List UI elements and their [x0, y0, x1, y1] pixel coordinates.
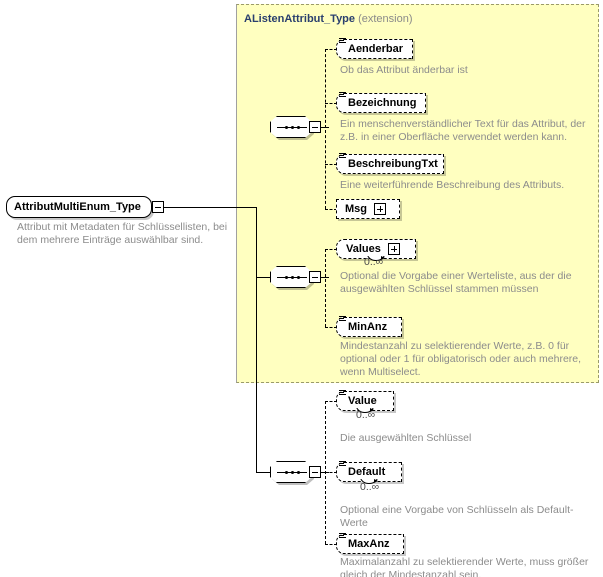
- trunk-line-root: [164, 207, 256, 208]
- trunk-branch-seq3: [256, 472, 270, 473]
- sequence-1-branch-trunk: [325, 49, 326, 209]
- element-cardinality-values: 0..∞: [364, 256, 384, 268]
- sequence-2-dots: [277, 276, 307, 279]
- element-doc-values: Optional die Vorgabe einer Werteliste, a…: [340, 270, 572, 295]
- trunk-branch-seq2: [256, 277, 270, 278]
- root-documentation: Attribut mit Metadaten für Schlüssellist…: [17, 221, 228, 246]
- element-node-beschreibungtxt[interactable]: BeschreibungTxt: [336, 153, 444, 174]
- element-doc-beschreibungtxt: Eine weiterführende Beschreibung des Att…: [340, 179, 565, 191]
- extension-kind-label: (extension): [358, 13, 413, 25]
- sequence-2-branch-values: [325, 249, 337, 250]
- element-label-beschreibungtxt: BeschreibungTxt: [348, 157, 438, 170]
- element-doc-value: Die ausgewählten Schlüssel: [340, 432, 472, 444]
- element-label-value: Value: [348, 394, 377, 407]
- element-doc-default: Optional eine Vorgabe von Schlüsseln als…: [340, 504, 574, 529]
- element-node-aenderbar[interactable]: Aenderbar: [336, 38, 413, 59]
- element-cardinality-value: 0..∞: [356, 409, 376, 421]
- attribute-rows-icon: [339, 532, 347, 540]
- sequence-1-branch-beschreibungtxt: [325, 164, 337, 165]
- sequence-1-branch-aenderbar: [325, 49, 337, 50]
- sequence-3-branch-value: [325, 401, 337, 402]
- element-doc-bezeichnung: Ein menschenverständlicher Text für das …: [340, 118, 586, 143]
- attribute-rows-icon: [339, 389, 347, 397]
- element-cardinality-default: 0..∞: [360, 481, 380, 493]
- sequence-3-collapse-toggle[interactable]: [309, 466, 321, 478]
- element-expand-toggle-values[interactable]: [387, 243, 400, 255]
- sequence-2-collapse-toggle[interactable]: [309, 271, 321, 283]
- sequence-3-branch-maxanz: [325, 544, 337, 545]
- element-node-maxanz[interactable]: MaxAnz: [336, 532, 404, 554]
- extension-group-title: AListenAttribut_Type (extension): [244, 13, 413, 25]
- root-type-label: AttributMultiEnum_Type: [14, 201, 141, 213]
- sequence-2-branch-minanz: [325, 327, 337, 328]
- trunk-line-vertical: [256, 207, 257, 472]
- attribute-rows-icon: [339, 460, 347, 468]
- element-node-value[interactable]: Value: [336, 389, 394, 413]
- sequence-1-branch-bezeichnung: [325, 103, 337, 104]
- element-label-aenderbar: Aenderbar: [348, 42, 404, 55]
- element-doc-aenderbar: Ob das Attribut änderbar ist: [340, 64, 468, 76]
- root-type-node[interactable]: AttributMultiEnum_Type: [6, 196, 152, 218]
- sequence-3-node[interactable]: [270, 461, 312, 483]
- element-label-msg: Msg: [345, 202, 367, 215]
- sequence-3-dots: [277, 471, 307, 474]
- element-node-minanz[interactable]: MinAnz: [336, 316, 402, 337]
- sequence-1-branch-msg: [325, 209, 337, 210]
- element-label-default: Default: [348, 465, 386, 478]
- element-label-values: Values: [346, 242, 381, 255]
- element-doc-minanz: Mindestanzahl zu selektierender Werte, z…: [340, 340, 582, 378]
- sequence-3-branch-default: [325, 472, 337, 473]
- sequence-1-node[interactable]: [270, 116, 312, 138]
- element-expand-toggle-msg[interactable]: [374, 203, 386, 215]
- element-node-msg[interactable]: Msg: [336, 199, 400, 219]
- element-label-bezeichnung: Bezeichnung: [348, 96, 417, 109]
- element-node-default[interactable]: Default: [336, 460, 402, 484]
- element-label-maxanz: MaxAnz: [348, 537, 390, 550]
- root-collapse-toggle[interactable]: [152, 201, 164, 213]
- element-label-minanz: MinAnz: [348, 320, 388, 333]
- extension-base-type: AListenAttribut_Type: [244, 13, 356, 25]
- sequence-1-dots: [277, 126, 307, 129]
- sequence-1-collapse-toggle[interactable]: [309, 121, 321, 133]
- extension-group-panel: [236, 4, 599, 383]
- sequence-2-branch-trunk: [325, 249, 326, 327]
- sequence-2-node[interactable]: [270, 266, 312, 288]
- element-doc-maxanz: Maximalanzahl zu selektierender Werte, m…: [340, 556, 589, 577]
- element-node-bezeichnung[interactable]: Bezeichnung: [336, 92, 426, 113]
